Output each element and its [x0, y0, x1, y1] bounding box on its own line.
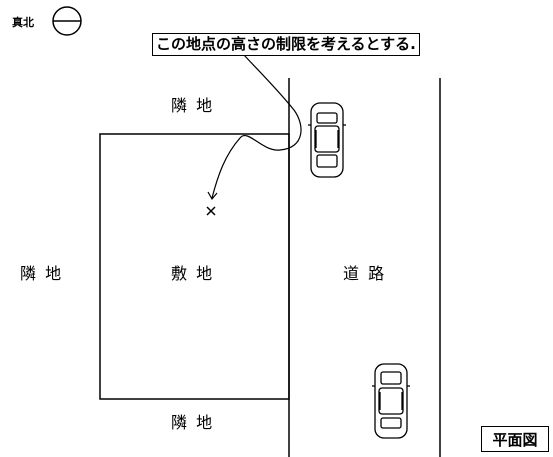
plan-view-label: 平面図 — [481, 426, 549, 452]
leader-arrowhead — [207, 191, 218, 201]
label-road: 道 路 — [343, 264, 387, 283]
car-icon-bottom — [372, 363, 410, 439]
callout-leader — [211, 53, 302, 199]
label-neighbor-bottom: 隣 地 — [171, 413, 215, 432]
north-label: 真北 — [12, 16, 34, 29]
callout-box: この地点の高さの制限を考えるとする. — [152, 33, 420, 56]
label-site: 敷 地 — [171, 264, 215, 283]
car-icon-top — [308, 102, 346, 178]
label-neighbor-top: 隣 地 — [171, 96, 215, 115]
label-neighbor-left: 隣 地 — [20, 264, 64, 283]
